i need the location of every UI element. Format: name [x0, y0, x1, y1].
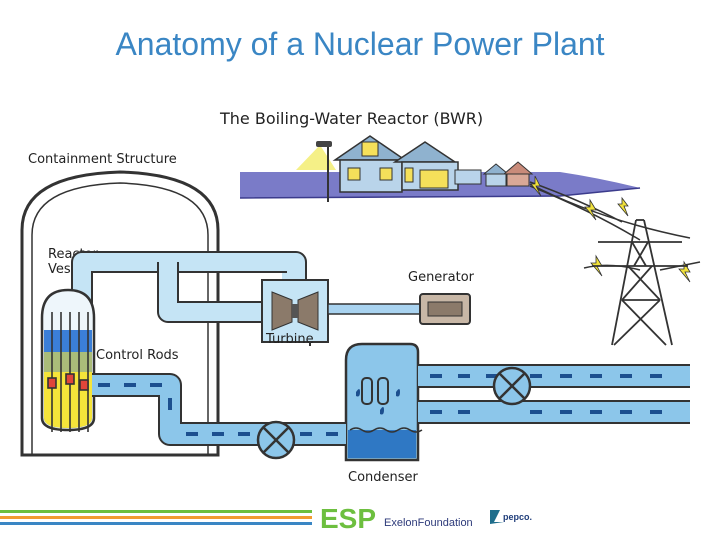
generator [419, 293, 471, 325]
generator-label: Generator [408, 270, 475, 285]
exelon-logo: ExelonFoundation [384, 517, 473, 529]
condenser-label: Condenser [348, 470, 419, 485]
house-small [482, 161, 534, 187]
slide-title: Anatomy of a Nuclear Power Plant [115, 26, 605, 62]
turbine-label: Turbine [265, 332, 314, 347]
pepco-logo-text: pepco. [503, 512, 532, 522]
containment-label: Containment Structure [28, 152, 177, 167]
house-large [332, 135, 482, 193]
footer-stripes [0, 510, 312, 525]
cooling-pump [492, 366, 532, 406]
feedwater-pump [256, 420, 296, 460]
esp-logo: ESP [320, 503, 376, 534]
control-rods [47, 312, 89, 432]
turbine-shaft [327, 303, 421, 315]
turbine [261, 279, 329, 343]
diagram-heading: The Boiling-Water Reactor (BWR) [219, 109, 483, 128]
reactor-vessel [40, 288, 96, 432]
condenser [344, 342, 423, 462]
pepco-logo: pepco. [490, 510, 532, 524]
street-lamp [296, 141, 336, 202]
control-rods-label: Control Rods [96, 348, 179, 363]
transmission-tower [592, 219, 688, 346]
